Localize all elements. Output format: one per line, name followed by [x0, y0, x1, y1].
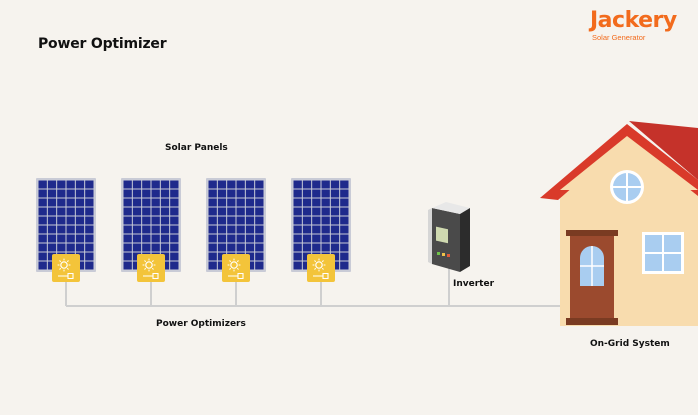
- plug-icon: [58, 272, 74, 280]
- power-optimizer: [222, 254, 250, 282]
- sun-icon: [145, 261, 153, 269]
- brand-logo: Jackery: [590, 8, 677, 33]
- status-light: [442, 253, 445, 256]
- status-light: [437, 252, 440, 255]
- wiring: [65, 266, 560, 307]
- house-gable: [560, 136, 698, 190]
- house: [540, 121, 698, 326]
- page-title: Power Optimizer: [38, 36, 167, 52]
- inverter-screen: [436, 226, 448, 244]
- door-lintel: [566, 230, 618, 236]
- brand-logo-subtitle: Solar Generator: [592, 33, 646, 42]
- on-grid-system-label: On-Grid System: [590, 339, 670, 349]
- plug-icon: [143, 272, 159, 280]
- inverter-edge: [460, 208, 470, 272]
- plug-icon: [313, 272, 329, 280]
- roof-side: [629, 121, 698, 180]
- power-optimizer: [52, 254, 80, 282]
- solar-panel-array: [36, 178, 351, 272]
- inverter-label: Inverter: [453, 279, 495, 289]
- door-step: [566, 318, 618, 325]
- solar-panels-label: Solar Panels: [165, 143, 228, 153]
- sun-icon: [315, 261, 323, 269]
- plug-icon: [228, 272, 244, 280]
- power-optimizer-group: [52, 254, 335, 282]
- inverter-top: [432, 202, 470, 214]
- sun-icon: [60, 261, 68, 269]
- power-optimizers-label: Power Optimizers: [156, 319, 246, 329]
- power-optimizer: [137, 254, 165, 282]
- sun-icon: [230, 261, 238, 269]
- inverter-unit: [428, 202, 470, 272]
- status-light: [447, 254, 450, 257]
- inverter-bracket: [428, 208, 432, 264]
- power-optimizer: [307, 254, 335, 282]
- solar-panel: [36, 178, 96, 272]
- solar-panel: [121, 178, 181, 272]
